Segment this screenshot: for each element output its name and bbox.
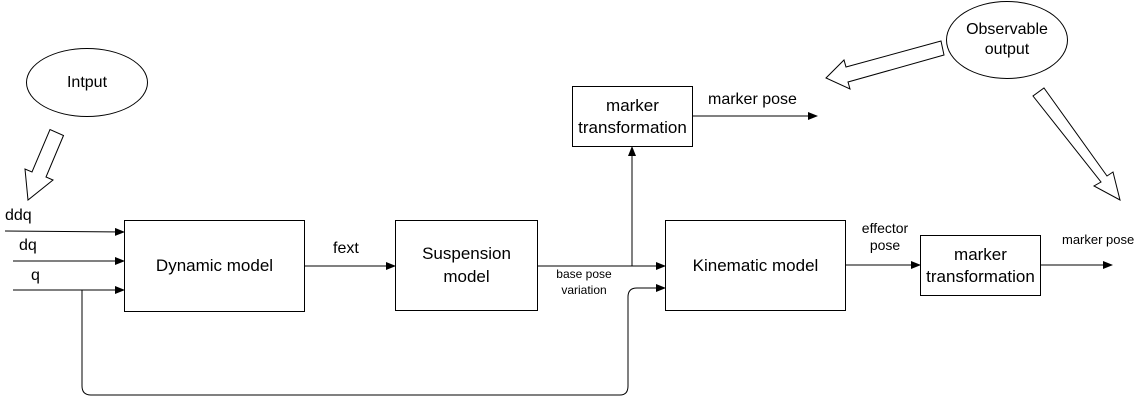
fext-label: fext	[333, 240, 359, 257]
marker-transformation-right-label: marker transformation	[926, 245, 1035, 286]
hollow-arrow-input	[24, 128, 65, 201]
marker-pose-top-label: marker pose	[708, 91, 797, 108]
hollow-arrow-observable-left	[825, 40, 945, 90]
input-ellipse: Intput	[26, 48, 148, 117]
observable-output-ellipse: Observable output	[946, 1, 1068, 79]
hollow-arrow-observable-right	[1032, 87, 1121, 201]
input-ellipse-label: Intput	[66, 73, 108, 91]
marker-transformation-right-box: marker transformation	[920, 235, 1041, 296]
suspension-model-label: Suspension model	[422, 244, 511, 286]
observable-output-label: Observable output	[966, 21, 1048, 58]
marker-transformation-top-box: marker transformation	[572, 86, 693, 147]
ddq-label: ddq	[5, 207, 32, 224]
base-pose-variation-label: base pose variation	[556, 267, 612, 297]
dynamic-model-label: Dynamic model	[155, 255, 274, 275]
kinematic-model-box: Kinematic model	[665, 220, 846, 311]
effector-pose-label: effector pose	[861, 220, 909, 253]
edge-q-to-kinematic	[81, 284, 666, 396]
edge-ddq	[4, 227, 125, 236]
q-label: q	[31, 267, 40, 284]
marker-pose-right-label: marker pose	[1062, 232, 1135, 247]
dq-label: dq	[19, 237, 37, 254]
dynamic-model-box: Dynamic model	[124, 220, 305, 312]
marker-transformation-top-label: marker transformation	[578, 96, 687, 137]
suspension-model-box: Suspension model	[395, 220, 538, 311]
kinematic-model-label: Kinematic model	[692, 256, 819, 275]
